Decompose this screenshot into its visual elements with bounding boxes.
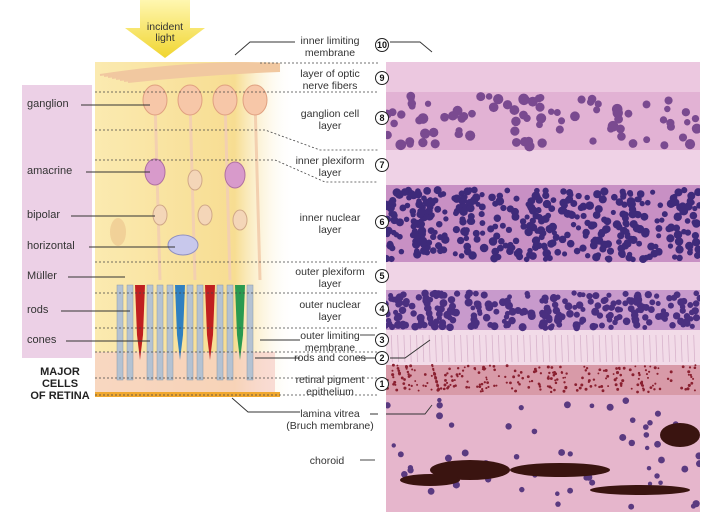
bruch-membrane: [95, 392, 280, 397]
pigment-cell: [430, 460, 510, 480]
cone-cell: [175, 285, 185, 360]
cone-cell: [205, 285, 215, 360]
cell-label-ganglion: ganglion: [27, 98, 69, 110]
layer-label-2: rods and cones: [294, 352, 366, 364]
rod-cell: [216, 284, 224, 381]
cell-label-panel: [22, 85, 92, 358]
pigment-cell: [590, 485, 690, 495]
histology-micrograph: [385, 62, 700, 512]
layer-number-6: 6: [375, 215, 389, 229]
histology-band: [385, 62, 700, 92]
cell-label-bipolar: bipolar: [27, 209, 61, 221]
layer-number-2: 2: [375, 351, 389, 365]
horizontal-cell: [167, 234, 199, 256]
lamina-vitrea-label: lamina vitrea(Bruch membrane): [286, 408, 374, 432]
histology-band: [385, 150, 700, 185]
cell-label-cones: cones: [27, 334, 57, 346]
histology-band: [385, 262, 700, 290]
pigment-epithelium: [95, 352, 275, 392]
ganglion-cell: [177, 84, 203, 116]
layer-number-5: 5: [375, 269, 389, 283]
bipolar-cell: [152, 204, 168, 226]
incident-light-arrow: [125, 0, 205, 58]
layer-number-7: 7: [375, 158, 389, 172]
cell-label-rods: rods: [27, 304, 49, 316]
pigment-cell: [510, 463, 610, 477]
incident-light-label: incident light: [146, 21, 184, 44]
layer-number-1: 1: [375, 377, 389, 391]
rod-cell: [196, 284, 204, 381]
bipolar-cell: [232, 209, 248, 231]
cell-label-horizontal: horizontal: [27, 240, 75, 252]
rod-cell: [156, 284, 164, 381]
cone-cell: [135, 285, 145, 360]
rod-cell: [116, 284, 124, 381]
rod-cell: [146, 284, 154, 381]
layer-number-9: 9: [375, 71, 389, 85]
cone-cell: [235, 285, 245, 360]
rod-cell: [166, 284, 174, 381]
rod-cell: [186, 284, 194, 381]
cell-label-mller: Müller: [27, 270, 57, 282]
rod-cell: [126, 284, 134, 381]
ganglion-cell: [142, 84, 168, 116]
ganglion-cell: [212, 84, 238, 116]
choroid-label: choroid: [309, 455, 345, 467]
ganglion-cell: [242, 84, 268, 116]
layer-number-4: 4: [375, 302, 389, 316]
rod-cell: [226, 284, 234, 381]
bipolar-cell: [197, 204, 213, 226]
layer-number-8: 8: [375, 111, 389, 125]
bipolar-cell: [187, 169, 203, 191]
layer-number-3: 3: [375, 333, 389, 347]
layer-number-10: 10: [375, 38, 389, 52]
cell-label-amacrine: amacrine: [27, 165, 73, 177]
amacrine-cell: [224, 161, 246, 189]
rod-cell: [246, 284, 254, 381]
pigment-cell: [660, 423, 700, 447]
pigment-cell: [400, 474, 460, 486]
